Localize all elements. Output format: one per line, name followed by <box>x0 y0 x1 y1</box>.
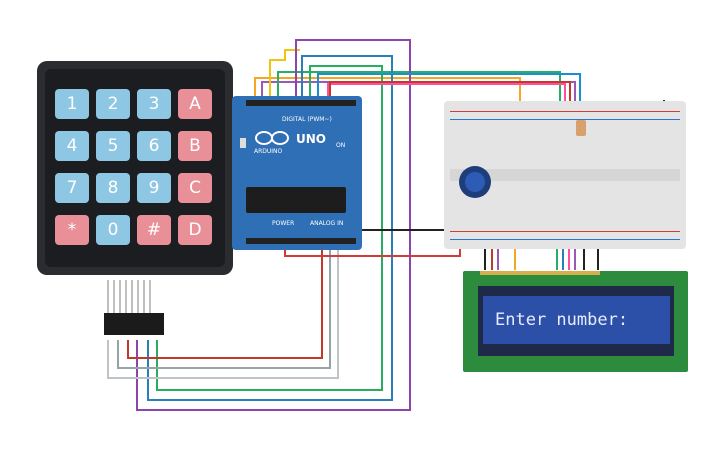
analog-label: ANALOG IN <box>310 220 344 227</box>
power-label: POWER <box>272 220 295 227</box>
rail-blue-bottom <box>450 239 680 240</box>
keypad-key-9[interactable]: 9 <box>137 173 171 203</box>
keypad-key-6[interactable]: 6 <box>137 131 171 161</box>
lcd-text: Enter number: <box>495 310 629 330</box>
keypad-key-2[interactable]: 2 <box>96 89 130 119</box>
keypad-key-B[interactable]: B <box>178 131 212 161</box>
keypad-key-7[interactable]: 7 <box>55 173 89 203</box>
digital-label: DIGITAL (PWM~) <box>282 116 332 123</box>
wire-lightgray-analog <box>107 245 339 379</box>
potentiometer[interactable] <box>459 166 491 198</box>
wire-green-long <box>156 65 383 391</box>
arduino-brand: ARDUINO <box>254 148 283 155</box>
lcd-pins <box>480 271 600 277</box>
infinity-logo-icon <box>255 131 289 145</box>
rail-blue-top <box>450 119 680 120</box>
wire-red-analog <box>127 245 323 359</box>
microcontroller-chip <box>246 187 346 213</box>
lcd-screen: Enter number: <box>483 296 670 344</box>
keypad-key-3[interactable]: 3 <box>137 89 171 119</box>
rail-red-top <box>450 111 680 112</box>
wire-gray-analog <box>117 245 331 369</box>
keypad-key-8[interactable]: 8 <box>96 173 130 203</box>
keypad-key-A[interactable]: A <box>178 89 212 119</box>
keypad-key-1[interactable]: 1 <box>55 89 89 119</box>
potentiometer-knob[interactable] <box>465 172 485 192</box>
uno-label: UNO <box>296 132 326 146</box>
breadboard-divider <box>450 169 680 181</box>
reset-button[interactable] <box>240 138 246 148</box>
wire-yellow <box>269 49 300 100</box>
analog-header <box>246 238 356 244</box>
rail-red-bottom <box>450 231 680 232</box>
keypad-key-0[interactable]: 0 <box>96 215 130 245</box>
wire-purple-long <box>136 39 411 411</box>
keypad-key-D[interactable]: D <box>178 215 212 245</box>
digital-header <box>246 100 356 106</box>
keypad-key-#[interactable]: # <box>137 215 171 245</box>
on-label: ON <box>336 142 346 149</box>
arduino-uno-board[interactable]: DIGITAL (PWM~) POWER ANALOG IN ON UNO AR… <box>232 96 362 250</box>
keypad-key-*[interactable]: * <box>55 215 89 245</box>
keypad-key-4[interactable]: 4 <box>55 131 89 161</box>
keypad-key-5[interactable]: 5 <box>96 131 130 161</box>
wire-blue-long <box>147 55 393 401</box>
keypad-connector <box>104 313 164 335</box>
keypad-key-C[interactable]: C <box>178 173 212 203</box>
resistor[interactable] <box>576 120 586 136</box>
